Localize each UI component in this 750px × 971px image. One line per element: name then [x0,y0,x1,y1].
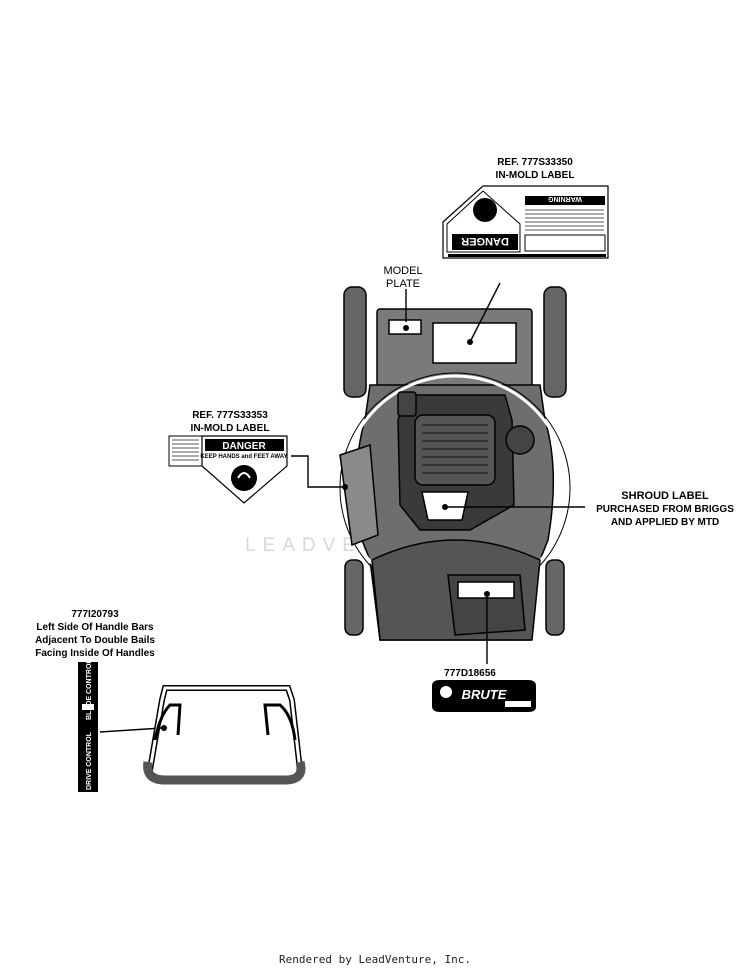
ref-353-line2: IN-MOLD LABEL [190,423,270,434]
front-left-wheel [344,559,364,636]
ref-777s33350-label: REF. 777S33350 IN-MOLD LABEL [470,156,600,182]
shroud-vents [422,424,488,474]
shroud-label-callout: SHROUD LABEL PURCHASED FROM BRIGGS AND A… [585,490,745,529]
handle-line2: Left Side Of Handle Bars [36,622,154,633]
shroud-line1: SHROUD LABEL [621,490,709,502]
shroud-line3: AND APPLIED BY MTD [610,517,720,528]
brute-decal: BRUTE [432,680,536,712]
leader-handle [99,727,163,733]
fuel-cap [397,391,417,417]
brute-logo-icon [440,686,452,698]
hand-warning-icon [473,198,497,222]
blade-control-text: BLADE CONTROL [86,659,93,720]
danger-subtitle-side: KEEP HANDS and FEET AWAY [200,454,287,460]
ref-350-line1: REF. 777S33350 [497,157,573,168]
drive-control-text: DRIVE CONTROL [86,731,93,790]
ref-353-line1: REF. 777S33353 [192,410,268,421]
warning-title: WARNING [548,195,582,202]
briggs-badge [505,701,531,707]
handle-label-callout: 777I20793 Left Side Of Handle Bars Adjac… [10,608,180,660]
handle-decal-strip: DRIVE CONTROL BLADE CONTROL [78,659,98,792]
danger-title-rear: DANGER [461,235,509,247]
brute-decal-position [457,581,515,599]
hand-warning-icon [231,465,257,491]
handle-line1: 777I20793 [71,609,119,620]
decal-777s33353: DANGER KEEP HANDS and FEET AWAY [168,435,288,504]
model-plate-line1: MODEL [383,265,423,277]
ref-350-line2: IN-MOLD LABEL [495,170,575,181]
front-right-wheel [545,559,565,636]
decal-777s33350: DANGER WARNING [442,185,609,259]
handle-line3: Adjacent To Double Bails [35,635,155,646]
rear-in-mold-label [432,322,517,364]
danger-title-side: DANGER [222,441,266,452]
brute-part-number: 777D18656 [444,668,496,679]
rear-right-wheel [543,286,567,398]
leader-lines [99,282,585,733]
model-plate-line2: PLATE [385,278,421,290]
leader-rear-label [469,282,501,343]
footer-credit: Rendered by LeadVenture, Inc. [278,953,472,966]
rear-left-wheel [343,286,367,398]
mower-illustration [339,286,571,641]
model-plate-label: MODEL PLATE [368,265,438,291]
brute-logo-text: BRUTE [462,687,507,702]
leader-side-label [291,455,345,488]
shroud-line2: PURCHASED FROM BRIGGS [596,504,734,515]
ref-777s33353-label: REF. 777S33353 IN-MOLD LABEL [165,409,295,435]
oil-fill-cap [505,425,535,455]
handle-line4: Facing Inside Of Handles [35,648,155,659]
handle-bar-illustration [143,685,306,785]
side-label-area [339,443,379,547]
